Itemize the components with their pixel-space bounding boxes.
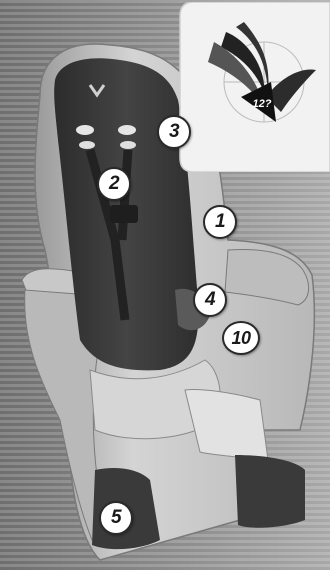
callout-5: 5 — [99, 501, 133, 535]
callout-2: 2 — [97, 167, 131, 201]
callout-1: 1 — [203, 205, 237, 239]
callout-10-label: 10 — [231, 328, 250, 349]
right-footrest — [235, 455, 305, 528]
badge-panel — [166, 2, 330, 172]
callout-4: 4 — [193, 283, 227, 317]
callout-10: 10 — [222, 321, 260, 355]
callout-2-label: 2 — [109, 173, 119, 195]
badge-label: 12? — [244, 98, 280, 110]
callout-3-label: 3 — [169, 121, 179, 143]
callout-5-label: 5 — [111, 507, 121, 529]
callout-4-label: 4 — [205, 289, 215, 311]
callout-3: 3 — [157, 115, 191, 149]
callout-1-label: 1 — [215, 211, 225, 233]
